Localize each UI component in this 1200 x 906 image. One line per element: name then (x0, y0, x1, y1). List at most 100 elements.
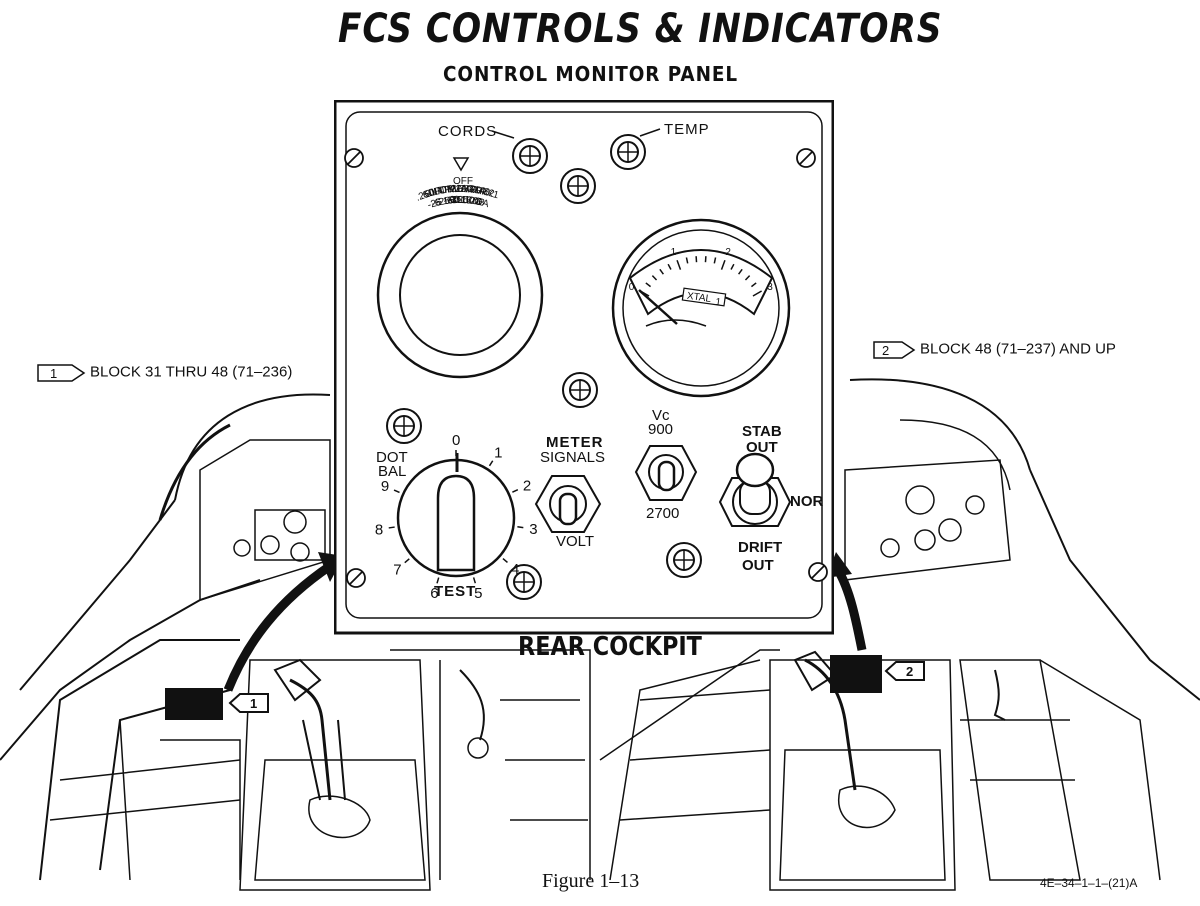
meter-xtal-label: XTAL (686, 291, 712, 305)
svg-text:-35: -35 (448, 195, 463, 207)
test-tick (388, 526, 395, 529)
meter-needle (638, 289, 678, 325)
test-position-label: 4 (511, 561, 519, 578)
meter-toggle-switch[interactable] (534, 475, 602, 533)
meter-switch-up-label: SIGNALS (540, 449, 605, 466)
callout-1-number: 1 (50, 366, 57, 381)
test-position-label: 8 (375, 521, 383, 538)
screw-icon (796, 148, 816, 168)
page-title: FCS CONTROLS & INDICATORS (338, 6, 943, 52)
screw-icon (346, 568, 366, 588)
meter-tick (744, 275, 751, 281)
marker-2-number: 2 (906, 664, 913, 679)
rotary-position-label: .60 (419, 187, 436, 202)
rotary-selector-hub (399, 234, 521, 356)
rotary-position-label: KLY-35 (447, 184, 466, 207)
svg-text:128: 128 (464, 195, 482, 208)
meter-switch-label: METER (546, 434, 604, 451)
stab-switch[interactable] (718, 452, 792, 527)
page-subtitle: CONTROL MONITOR PANEL (443, 62, 739, 86)
meter-tick (651, 275, 658, 281)
svg-text:EX1: EX1 (461, 184, 481, 197)
test-tick (472, 577, 477, 584)
test-position-label: 3 (529, 521, 537, 538)
svg-text:16: 16 (460, 195, 472, 207)
callout-2-arrow-box: 2 (873, 341, 916, 359)
callout-right-label: BLOCK 48 (71–237) AND UP (920, 340, 1116, 358)
meter-switch-down-label: VOLT (556, 533, 594, 550)
meter-tick (720, 259, 726, 270)
meter-tick (685, 257, 689, 264)
test-tick (517, 525, 524, 529)
svg-text:RX2: RX2 (474, 185, 496, 200)
svg-text:LOB: LOB (433, 184, 455, 198)
svg-text:-6: -6 (431, 197, 442, 210)
svg-text:TP1: TP1 (442, 183, 462, 196)
svg-text:LIN: LIN (428, 185, 446, 199)
meter-tick (645, 282, 652, 288)
rear-cockpit-label: REAR COCKPIT (518, 632, 702, 662)
pointer-triangle-icon (452, 157, 470, 172)
svg-text:0A: 0A (475, 196, 490, 210)
test-jack-icon (666, 542, 702, 578)
test-switch-knob[interactable] (396, 453, 516, 578)
svg-text:0C: 0C (468, 195, 483, 208)
vc-toggle-switch[interactable] (634, 445, 698, 501)
vc-switch-up-label: 900 (648, 421, 673, 438)
svg-text:125: 125 (452, 195, 469, 206)
test-tick (512, 489, 519, 493)
test-tick (393, 489, 400, 494)
meter-tick (676, 259, 682, 270)
svg-text:-25: -25 (426, 197, 443, 211)
svg-text:KLY: KLY (447, 184, 466, 196)
meter-tick (738, 268, 743, 275)
test-position-label: 5 (474, 585, 482, 602)
svg-text:-250: -250 (435, 194, 457, 208)
meter-scale-label: 0 (629, 282, 635, 293)
test-jack-icon (506, 564, 542, 600)
test-jack-icon (560, 168, 596, 204)
marker-1-number: 1 (250, 696, 257, 711)
meter-tick (730, 263, 735, 270)
test-jack-icon (610, 134, 646, 170)
callout-2-number: 2 (882, 343, 889, 358)
test-position-label: 9 (381, 478, 389, 495)
svg-text:0B: 0B (471, 196, 486, 209)
vc-switch-down-label: 2700 (646, 505, 679, 522)
test-tick (502, 557, 508, 564)
stab-switch-up-label-2: OUT (746, 439, 778, 456)
test-position-label: 1 (494, 444, 502, 461)
callout-left-label: BLOCK 31 THRU 48 (71–236) (90, 363, 293, 381)
test-jack-icon (386, 408, 422, 444)
drawing-code: 4E–34–1–1–(21)A (1040, 876, 1138, 890)
stab-switch-up-label: STAB (742, 423, 782, 440)
stab-switch-down-label: DRIFT (738, 539, 782, 556)
meter-tick (750, 282, 757, 288)
test-position-label: 7 (393, 561, 401, 578)
rotary-position-label: CIR-25 (424, 185, 444, 211)
meter-xtal-mark: 1 (715, 297, 722, 309)
marker-2-tag: 2 (884, 661, 925, 681)
rotary-position-label: TP1-60 (442, 183, 462, 207)
test-position-label: 6 (430, 585, 438, 602)
svg-text:-60: -60 (443, 195, 459, 207)
screw-icon (344, 148, 364, 168)
rotary-position-label: LOB-250 (433, 184, 457, 209)
meter-scale-label: 2 (725, 247, 731, 258)
test-switch-label: TEST (434, 583, 476, 600)
screw-icon (808, 562, 828, 582)
test-position-label: 0 (452, 432, 460, 449)
test-dot-label: DOT (376, 449, 408, 466)
test-jack-icon (512, 138, 548, 174)
meter-scale-label: 1 (671, 247, 677, 258)
callout-left: 1 BLOCK 31 THRU 48 (71–236) (36, 363, 292, 383)
svg-text:RX3: RX3 (469, 184, 490, 198)
meter-tick (659, 268, 664, 275)
